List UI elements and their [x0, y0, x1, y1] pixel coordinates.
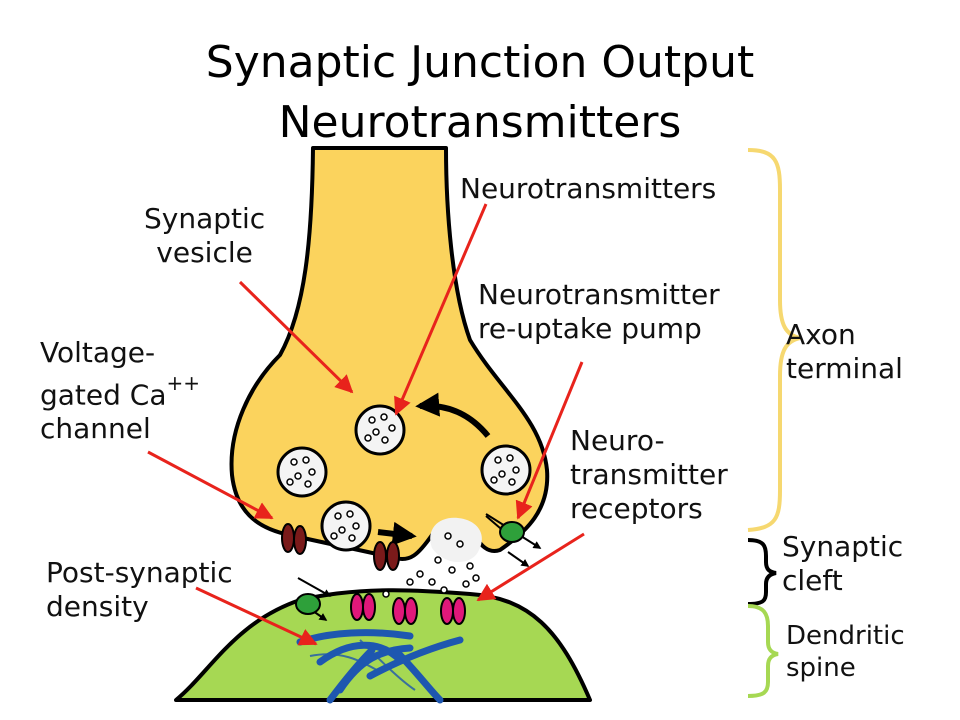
- receptors: [350, 593, 466, 625]
- label-arrows: [147, 203, 585, 646]
- title-line-1: Synaptic Junction Output: [205, 37, 755, 88]
- label-dendritic-spine: Dendritic spine: [786, 621, 905, 683]
- synaptic-cleft-brace: [747, 538, 777, 606]
- vesicle-transport-arrow: [415, 392, 491, 438]
- neurotransmitter-dots: [286, 413, 520, 598]
- label-post-synaptic-density: Post-synaptic density: [46, 556, 233, 623]
- label-voltage-gated-channel: Voltage- gated Ca++ channel: [40, 336, 201, 446]
- dendrite-pump: [295, 577, 332, 621]
- reuptake-pump: [485, 513, 542, 567]
- label-synaptic-vesicle: Synaptic vesicle: [144, 202, 266, 269]
- calcium-channels: [281, 523, 400, 571]
- axon-terminal-brace: [747, 148, 801, 532]
- label-receptors: Neuro- transmitter receptors: [570, 424, 728, 525]
- vesicle-fusion-pore: [430, 517, 482, 563]
- title-line-2: Neurotransmitters: [278, 97, 682, 148]
- release-arrow: [377, 521, 417, 546]
- ca-superscript: ++: [166, 371, 201, 395]
- label-synaptic-cleft: Synaptic cleft: [782, 530, 904, 597]
- dendritic-spine-brace: [747, 604, 779, 698]
- label-reuptake-pump: Neurotransmitter re-uptake pump: [478, 278, 720, 345]
- label-axon-terminal: Axon terminal: [786, 318, 903, 385]
- label-neurotransmitters: Neurotransmitters: [460, 172, 717, 205]
- axon-terminal-shape: [229, 146, 550, 561]
